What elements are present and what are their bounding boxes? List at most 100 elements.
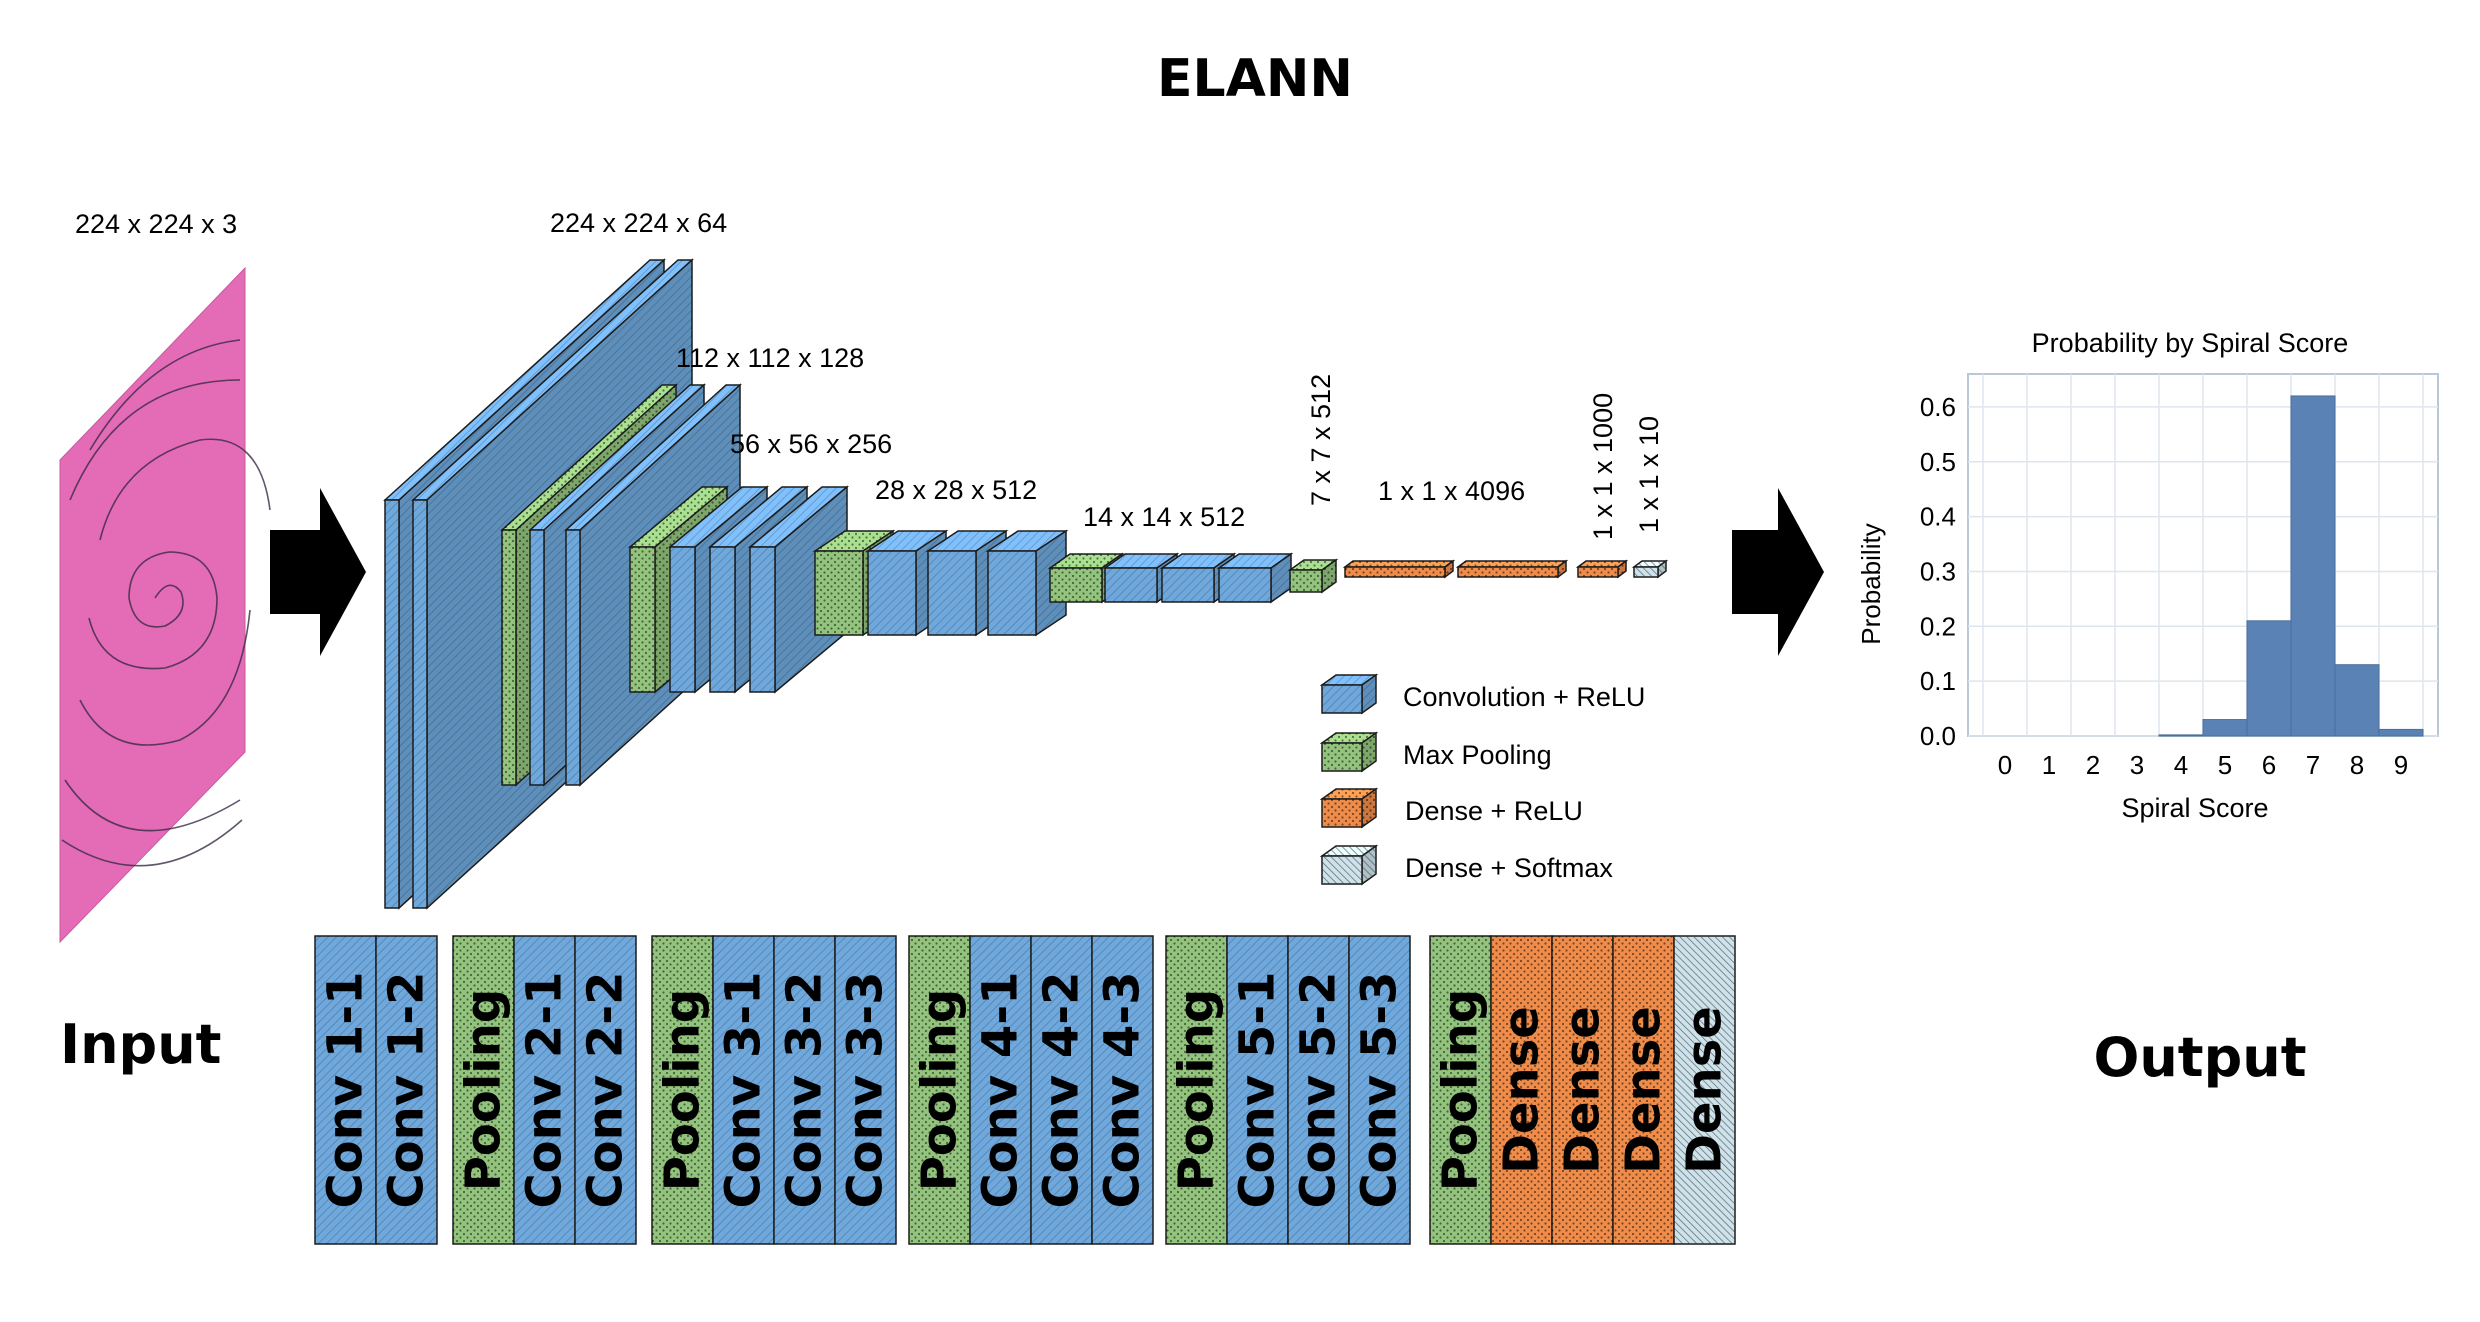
input-label: Input bbox=[60, 1013, 221, 1076]
dense-layer bbox=[1575, 559, 1629, 579]
layer-block-pooling: Pooling bbox=[908, 935, 971, 1245]
chart-x-tick-label: 1 bbox=[2042, 750, 2056, 780]
chart-x-tick-label: 7 bbox=[2306, 750, 2320, 780]
layer-block-conv-5-3: Conv 5-3 bbox=[1348, 935, 1411, 1245]
legend-swatch-box bbox=[1319, 844, 1379, 886]
chart-y-tick-label: 0.4 bbox=[1920, 502, 1956, 532]
output-chart: Probability by Spiral Score Spiral Score… bbox=[1856, 328, 2439, 823]
layer-block-label: Conv 3-3 bbox=[838, 971, 894, 1208]
layer-block-pooling: Pooling bbox=[452, 935, 515, 1245]
chart-x-tick-label: 9 bbox=[2394, 750, 2408, 780]
legend: Convolution + ReLU Max Pooling Dense + R… bbox=[1319, 673, 1645, 886]
layer-dims-8: 1 x 1 x 1000 bbox=[1588, 393, 1618, 540]
chart-bar bbox=[2334, 664, 2380, 737]
layer-block-label: Conv 3-2 bbox=[777, 971, 833, 1208]
layer-block-label: Conv 1-2 bbox=[379, 971, 435, 1208]
layer-block-label: Conv 5-1 bbox=[1230, 971, 1286, 1208]
chart-y-tick-label: 0.3 bbox=[1920, 556, 1956, 586]
layer-dims-4: 28 x 28 x 512 bbox=[875, 475, 1037, 505]
arrow-right-icon bbox=[270, 488, 366, 656]
chart-bar bbox=[2378, 728, 2424, 737]
legend-item-softmax: Dense + Softmax bbox=[1319, 844, 1613, 886]
layer-block-label: Pooling bbox=[1169, 989, 1225, 1192]
chart-bar bbox=[2246, 620, 2292, 737]
layer-dims-1: 224 x 224 x 64 bbox=[550, 208, 727, 238]
arrow-right-icon bbox=[1732, 488, 1824, 656]
layer-block-conv-3-2: Conv 3-2 bbox=[773, 935, 836, 1245]
layer-block-label: Conv 1-1 bbox=[318, 971, 374, 1208]
legend-swatch-box bbox=[1319, 673, 1379, 715]
layer-dims-2: 112 x 112 x 128 bbox=[676, 343, 864, 373]
layer-block-conv-2-1: Conv 2-1 bbox=[513, 935, 576, 1245]
layer-dims-7: 1 x 1 x 4096 bbox=[1378, 476, 1525, 506]
output-label: Output bbox=[2093, 1026, 2306, 1089]
layer-block-label: Conv 4-1 bbox=[973, 971, 1029, 1208]
chart-y-tick-label: 0.0 bbox=[1920, 721, 1956, 751]
legend-swatch bbox=[1319, 787, 1379, 829]
page-title: ELANN bbox=[1157, 49, 1353, 109]
pool-layer bbox=[1287, 558, 1339, 594]
layer-block-label: Conv 4-2 bbox=[1034, 971, 1090, 1208]
input-image bbox=[59, 266, 271, 944]
dense-layer bbox=[1342, 559, 1456, 579]
layer-block-conv-4-1: Conv 4-1 bbox=[969, 935, 1032, 1245]
chart-bar bbox=[2202, 719, 2248, 737]
legend-label: Max Pooling bbox=[1403, 740, 1552, 770]
chart-y-tick-label: 0.1 bbox=[1920, 666, 1956, 696]
chart-y-tick-label: 0.6 bbox=[1920, 392, 1956, 422]
layer-block-conv-3-3: Conv 3-3 bbox=[834, 935, 897, 1245]
layer-block-label: Dense bbox=[1555, 1006, 1611, 1174]
legend-item-pool: Max Pooling bbox=[1319, 731, 1552, 773]
legend-item-conv: Convolution + ReLU bbox=[1319, 673, 1645, 715]
layer-block-label: Pooling bbox=[912, 989, 968, 1192]
layer-block-conv-2-2: Conv 2-2 bbox=[574, 935, 637, 1245]
legend-swatch-box bbox=[1319, 731, 1379, 773]
legend-swatch-box bbox=[1319, 787, 1379, 829]
layer-block-label: Conv 4-3 bbox=[1095, 971, 1151, 1208]
legend-item-dense: Dense + ReLU bbox=[1319, 787, 1583, 829]
conv-layer bbox=[747, 485, 850, 694]
layer-block-label: Conv 2-2 bbox=[578, 971, 634, 1208]
chart-y-label: Probability bbox=[1856, 523, 1886, 644]
layer-block-conv-5-2: Conv 5-2 bbox=[1287, 935, 1350, 1245]
chart-y-tick-label: 0.5 bbox=[1920, 447, 1956, 477]
conv-layer bbox=[1216, 552, 1294, 604]
legend-swatch bbox=[1319, 731, 1379, 773]
layer-block-dense: Dense bbox=[1673, 935, 1736, 1245]
layer-block-conv-1-2: Conv 1-2 bbox=[375, 935, 438, 1245]
layer-dims-6: 7 x 7 x 512 bbox=[1306, 374, 1336, 506]
chart-bar bbox=[2290, 395, 2336, 737]
layer-block-label: Conv 5-2 bbox=[1291, 971, 1347, 1208]
chart-y-tick-label: 0.2 bbox=[1920, 611, 1956, 641]
legend-label: Convolution + ReLU bbox=[1403, 682, 1645, 712]
chart-title: Probability by Spiral Score bbox=[2032, 328, 2349, 358]
layer-block-dense: Dense bbox=[1551, 935, 1614, 1245]
chart-x-tick-label: 8 bbox=[2350, 750, 2364, 780]
legend-swatch bbox=[1319, 844, 1379, 886]
chart-x-tick-label: 0 bbox=[1998, 750, 2012, 780]
layer-block-conv-5-1: Conv 5-1 bbox=[1226, 935, 1289, 1245]
chart-x-tick-label: 3 bbox=[2130, 750, 2144, 780]
layer-block-label: Pooling bbox=[456, 989, 512, 1192]
chart-x-tick-label: 2 bbox=[2086, 750, 2100, 780]
layer-block-pooling: Pooling bbox=[651, 935, 714, 1245]
chart-x-tick-label: 5 bbox=[2218, 750, 2232, 780]
layer-block-label: Conv 2-1 bbox=[517, 971, 573, 1208]
chart-x-label: Spiral Score bbox=[2121, 793, 2268, 823]
legend-swatch bbox=[1319, 673, 1379, 715]
legend-label: Dense + ReLU bbox=[1405, 796, 1583, 826]
layer-block-label: Pooling bbox=[655, 989, 711, 1192]
layer-block-pooling: Pooling bbox=[1165, 935, 1228, 1245]
layer-block-label: Dense bbox=[1616, 1006, 1672, 1174]
layer-block-label: Dense bbox=[1677, 1006, 1733, 1174]
chart-bar bbox=[2158, 734, 2204, 737]
layer-block-conv-3-1: Conv 3-1 bbox=[712, 935, 775, 1245]
layer-dims-5: 14 x 14 x 512 bbox=[1083, 502, 1245, 532]
softmax-layer bbox=[1631, 559, 1669, 579]
legend-label: Dense + Softmax bbox=[1405, 853, 1613, 883]
layer-dims-3: 56 x 56 x 256 bbox=[730, 429, 892, 459]
dense-layer bbox=[1455, 559, 1569, 579]
layer-block-label: Dense bbox=[1494, 1006, 1550, 1174]
chart-x-tick-label: 6 bbox=[2262, 750, 2276, 780]
